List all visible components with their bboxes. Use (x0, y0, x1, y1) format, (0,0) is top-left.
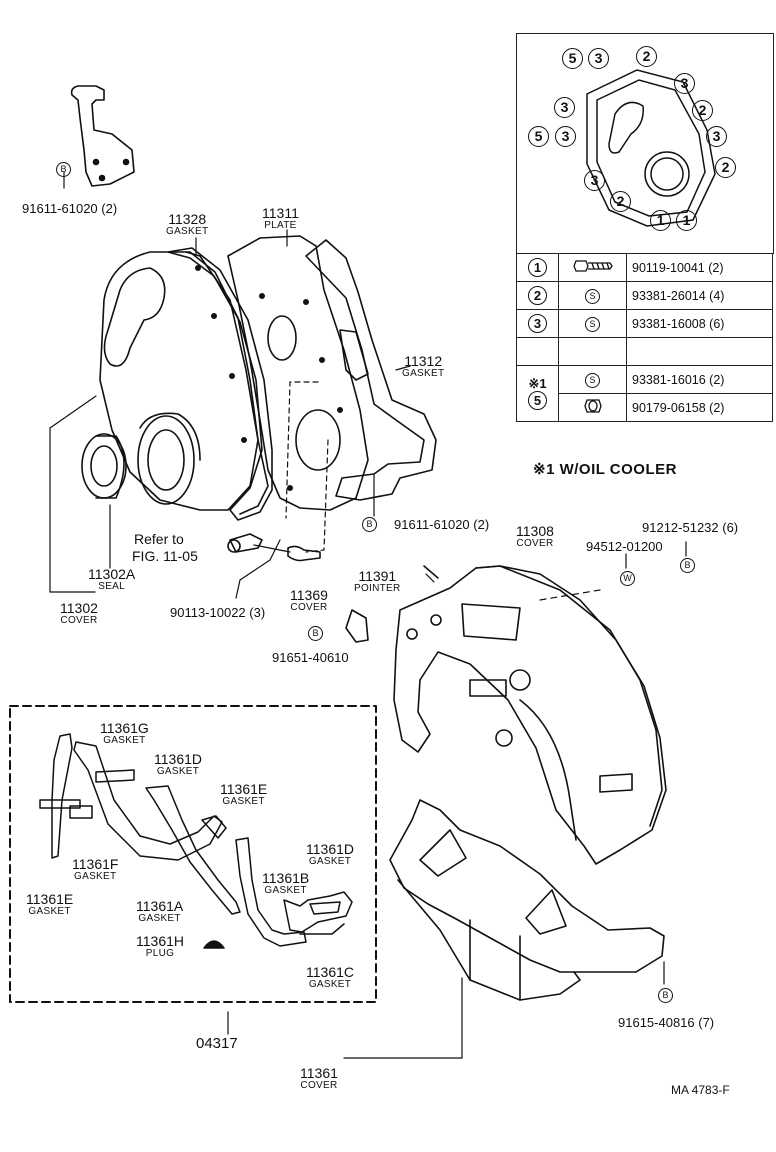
kit-gaskets (39, 733, 353, 949)
inset-num: 1 (676, 210, 697, 231)
bolt-symbol: B (658, 988, 673, 1003)
inset-num: 2 (715, 157, 736, 178)
bolt-symbol: B (362, 517, 377, 532)
callout-90113: 90113-10022 (3) (170, 605, 266, 620)
key-number: 5 (528, 391, 547, 411)
table-row (516, 337, 773, 366)
inset-num: 2 (692, 100, 713, 121)
inset-num: 3 (588, 48, 609, 69)
inset-num: 2 (636, 46, 657, 67)
inset-num: 3 (674, 73, 695, 94)
key-number: 1 (528, 258, 547, 277)
table-row: 90179-06158 (2) (517, 393, 773, 422)
leader-lines (49, 171, 687, 1059)
figure-code: MA 4783-F (671, 1083, 730, 1097)
hex-bolt-icon (572, 260, 613, 272)
bracket-part (70, 85, 135, 187)
part-number: 90179-06158 (2) (626, 393, 773, 422)
bolt-symbol: B (680, 558, 695, 573)
part-number: 90119-10041 (2) (626, 253, 773, 282)
callout-bolt-mid: 91611-61020 (2) (394, 517, 490, 532)
plate-11311 (227, 235, 369, 511)
lower-cover-11361 (389, 799, 665, 1001)
gasket-11312 (305, 239, 437, 501)
callout-bolt-top: 91611-61020 (2) (22, 201, 118, 216)
key-mark: ※1 (528, 375, 547, 391)
inset-num: 3 (584, 170, 605, 191)
key-number: 2 (528, 286, 547, 305)
gasket-11328 (167, 247, 273, 521)
stud-symbol: S (585, 316, 600, 332)
bolt-symbol: B (56, 162, 71, 177)
inset-num: 5 (562, 48, 583, 69)
callout-91651: 91651-40610 (272, 650, 349, 665)
part-number: 93381-16016 (2) (626, 365, 773, 394)
inset-num: 3 (706, 126, 727, 147)
washer-symbol: W (620, 571, 635, 586)
oil-cooler-note: ※1 W/OIL COOLER (533, 461, 677, 478)
stud-symbol: S (585, 288, 600, 304)
callout-91615: 91615-40816 (7) (618, 1015, 715, 1030)
table-row: ※1 5 S 93381-16016 (2) (516, 365, 773, 422)
inset-num: 2 (610, 191, 631, 212)
inset-cover-drawing (586, 69, 716, 227)
part-number (626, 337, 773, 366)
inset-num: 5 (528, 126, 549, 147)
refer-line2: FIG. 11-05 (132, 548, 198, 564)
part-number: 93381-16008 (6) (626, 309, 773, 338)
refer-line1: Refer to (134, 531, 184, 547)
table-row: 3 S 93381-16008 (6) (516, 309, 773, 338)
callout-91212: 91212-51232 (6) (642, 520, 739, 535)
flywheel-housing-11308 (393, 565, 667, 865)
stud-symbol: S (585, 372, 600, 388)
inset-num: 1 (650, 210, 671, 231)
inset-num: 3 (554, 97, 575, 118)
part-number: 93381-26014 (4) (626, 281, 773, 310)
callout-04317: 04317 (196, 1035, 238, 1052)
table-row: 2 S 93381-26014 (4) (516, 281, 773, 310)
timing-cover-11302 (99, 251, 269, 515)
table-row: 1 90119-10041 (2) (516, 253, 773, 282)
screw-parts (227, 533, 439, 643)
empty-cell (516, 337, 559, 366)
fastener-key-table: 1 90119-10041 (2) 2 S 93381-26014 (4) 3 … (516, 253, 773, 422)
oil-seal-11302a (81, 433, 127, 499)
gasket-kit-frame (9, 705, 377, 1003)
inset-num: 3 (555, 126, 576, 147)
key-number: 3 (528, 314, 547, 333)
nut-icon (583, 399, 602, 413)
bolt-symbol: B (308, 626, 323, 641)
callout-94512: 94512-01200 (586, 539, 663, 554)
